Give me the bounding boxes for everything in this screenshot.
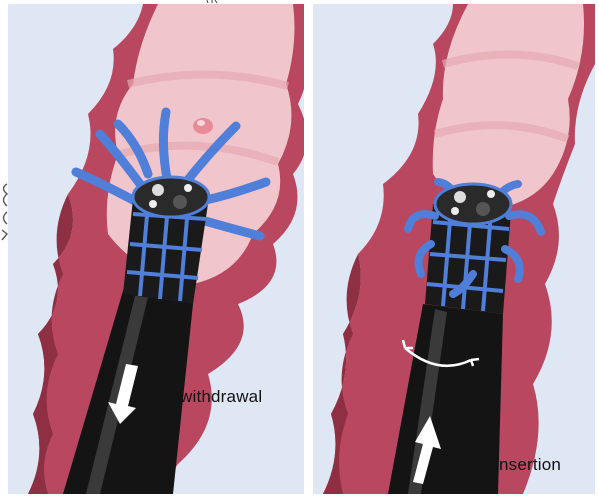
scope-light-2: [149, 200, 157, 208]
insertion-illustration: [313, 4, 595, 494]
scope-lens: [454, 191, 466, 203]
scope-light: [487, 190, 495, 198]
insertion-panel: insertion: [313, 4, 595, 494]
withdrawal-illustration: [8, 4, 304, 494]
scope-lens: [152, 184, 164, 196]
caption-insertion: insertion: [495, 455, 561, 475]
scope-tip: [133, 177, 209, 217]
polyp-highlight: [197, 120, 205, 126]
withdrawal-panel: withdrawal: [8, 4, 304, 494]
scope-channel: [476, 202, 490, 216]
scope-tip: [435, 184, 511, 224]
polyp: [193, 118, 213, 134]
caption-withdrawal: withdrawal: [180, 387, 262, 407]
scope-light: [184, 184, 192, 192]
crop-artifact-left: [0, 182, 8, 244]
scope-channel: [173, 195, 187, 209]
scope-light-2: [451, 207, 459, 215]
